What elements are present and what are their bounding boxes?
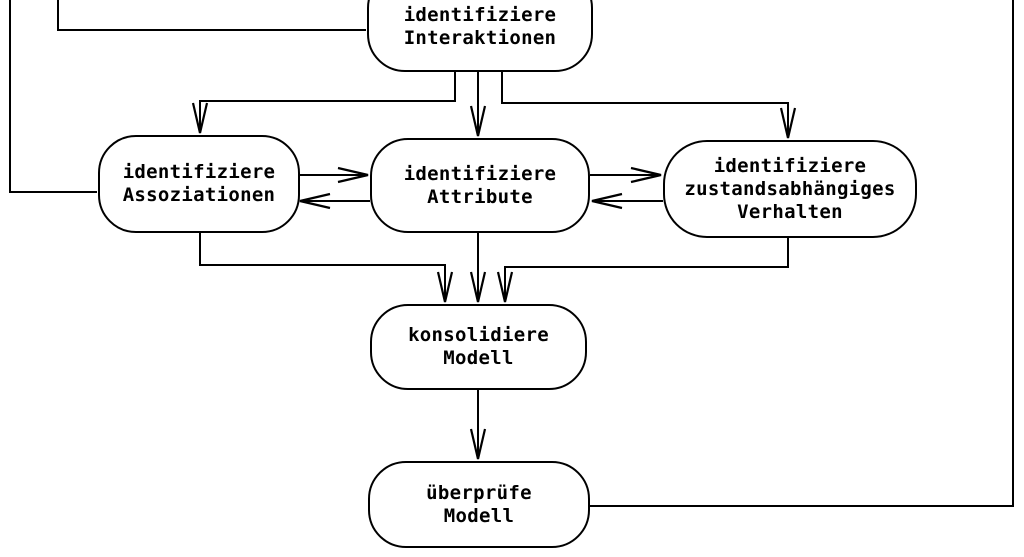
edge-interaktionen-to-verhalten bbox=[501, 72, 797, 139]
node-konsolidiere-modell: konsolidiere Modell bbox=[370, 304, 587, 390]
edge-interaktionen-to-assoziationen bbox=[191, 72, 456, 134]
node-label-line: identifiziere bbox=[403, 4, 557, 26]
edge-verhalten-to-konsolidiere bbox=[496, 238, 789, 303]
node-label-line: Modell bbox=[443, 504, 515, 527]
node-label-line: Attribute bbox=[427, 185, 533, 208]
edge-ueberpruefe-feedback-right bbox=[590, 0, 1014, 507]
node-label-line: Interaktionen bbox=[403, 27, 557, 49]
node-label-line: identifiziere bbox=[403, 162, 557, 185]
node-label-line: überprüfe bbox=[426, 481, 532, 504]
node-label-line: zustandsabhängiges bbox=[684, 177, 896, 200]
node-identifiziere-interaktionen: identifiziere Interaktionen bbox=[367, 0, 593, 72]
node-label-line: Assoziationen bbox=[122, 184, 276, 206]
node-identifiziere-assoziationen: identifiziere Assoziationen bbox=[98, 135, 300, 233]
edge-feedback-left-to-assoziationen bbox=[9, 0, 97, 193]
node-identifiziere-attribute: identifiziere Attribute bbox=[370, 138, 590, 233]
node-label-line: Verhalten bbox=[737, 200, 843, 223]
edge-feedback-left-to-interaktionen bbox=[57, 0, 366, 31]
node-label-line: konsolidiere bbox=[408, 324, 549, 346]
node-identifiziere-zustandsabhaengiges-verhalten: identifiziere zustandsabhängiges Verhalt… bbox=[663, 140, 917, 238]
node-label-line: identifiziere bbox=[713, 154, 867, 177]
edge-assoziationen-to-konsolidiere bbox=[199, 233, 454, 303]
node-ueberpruefe-modell: überprüfe Modell bbox=[368, 461, 590, 548]
node-label-line: identifiziere bbox=[122, 161, 276, 183]
node-label-line: Modell bbox=[443, 347, 514, 369]
